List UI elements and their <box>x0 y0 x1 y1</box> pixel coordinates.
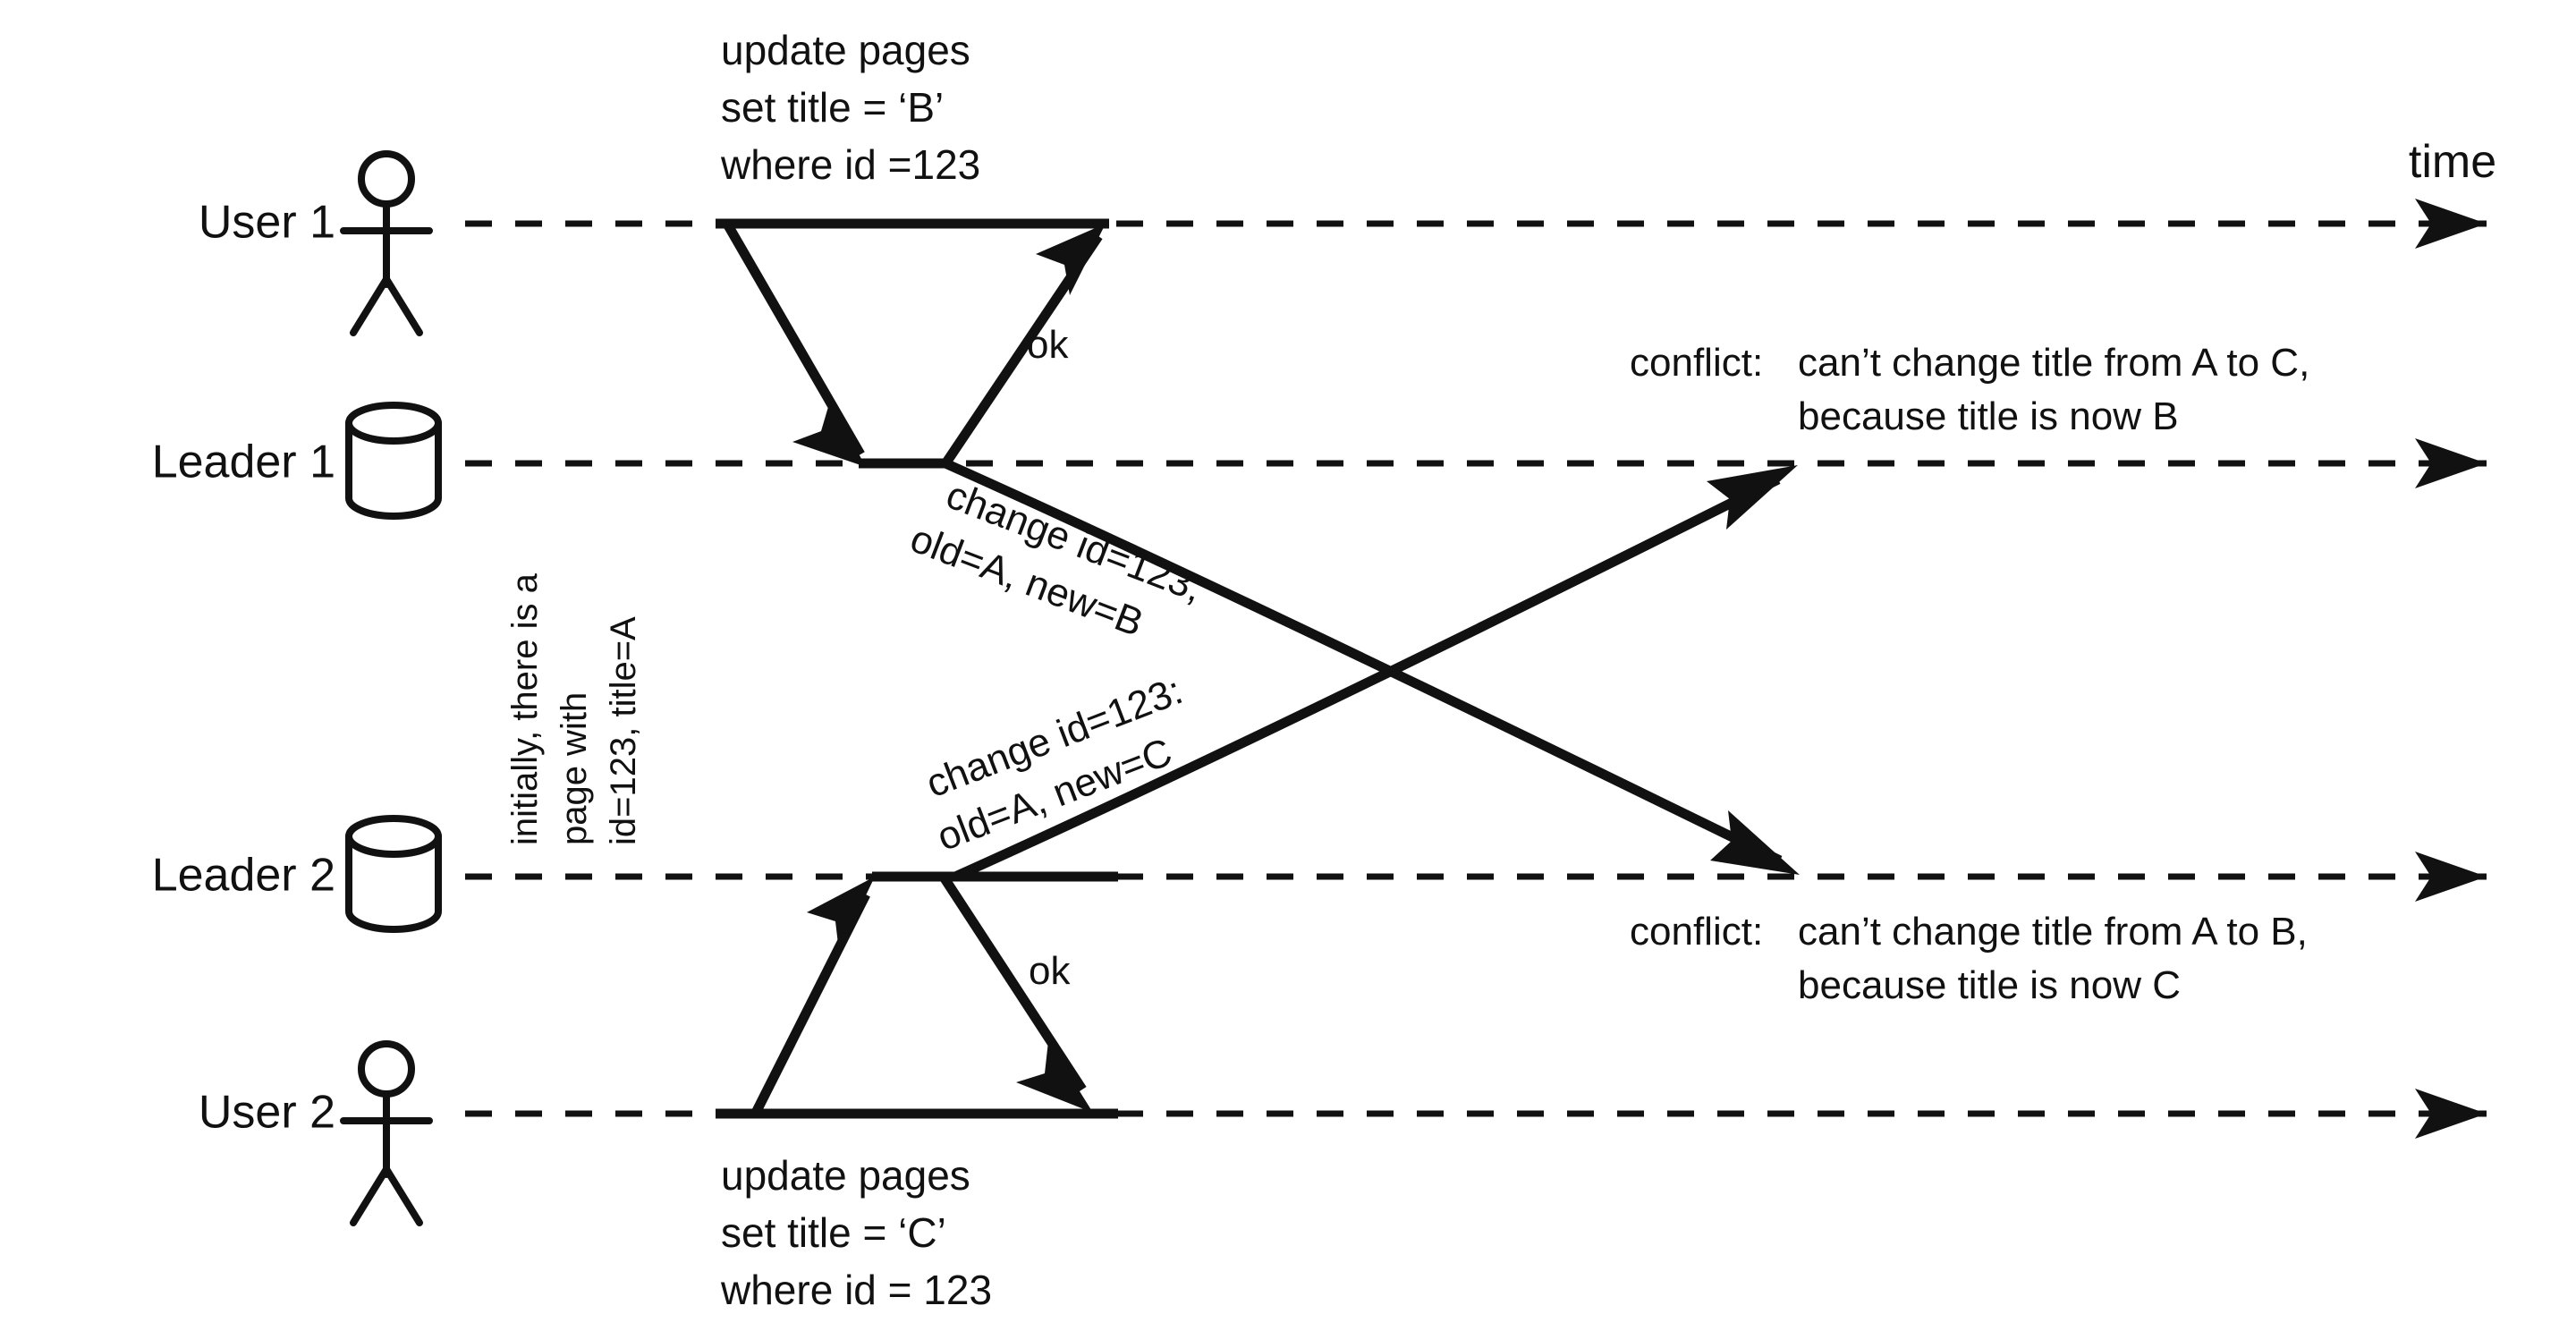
query-label-bottom: update pages set title = ‘C’ where id = … <box>720 1152 992 1313</box>
message-arrow-leader2-to-user2-ok: ok <box>940 875 1093 1113</box>
query-top-line2: set title = ‘B’ <box>721 84 944 131</box>
actor-stick-figure-icon-user1 <box>340 150 433 336</box>
replication-curve-leader2-to-leader1 <box>953 465 1798 882</box>
conflict-2-line2: because title is now C <box>1798 963 2181 1007</box>
conflict-note-leader1: conflict: can’t change title from A to C… <box>1630 341 2309 438</box>
ack-label-top: ok <box>1027 323 1069 367</box>
timeline-arrow-leader1 <box>2415 438 2487 488</box>
conflict-1-line2: because title is now B <box>1798 394 2179 438</box>
timeline-arrow-user2 <box>2415 1089 2487 1139</box>
initial-note-line3: id=123, title=A <box>604 616 643 845</box>
conflict-2-line1: can’t change title from A to B, <box>1798 910 2308 954</box>
actor-stick-figure-icon-user2 <box>340 1040 433 1226</box>
query-bottom-line1: update pages <box>721 1152 970 1199</box>
participant-label-leader1: Leader 1 <box>152 437 335 488</box>
database-cylinder-icon-leader1 <box>345 402 442 520</box>
lifelines-group <box>465 220 2487 1117</box>
conflict-1-line1: can’t change title from A to C, <box>1798 341 2309 385</box>
replication-label-leader1-to-leader2: change id=123, old=A, new=B <box>904 473 1208 646</box>
conflict-2-prefix: conflict: <box>1630 910 1763 954</box>
query-bottom-line2: set title = ‘C’ <box>721 1209 946 1256</box>
query-top-line3: where id =123 <box>720 141 980 188</box>
message-arrow-user1-to-leader1 <box>724 223 866 467</box>
timeline-arrow-leader2 <box>2415 852 2487 902</box>
database-cylinder-icon-leader2 <box>345 815 442 933</box>
timeline-arrow-user1 <box>2415 199 2487 249</box>
message-arrow-user2-to-leader2 <box>752 877 875 1114</box>
participant-label-user2: User 2 <box>199 1087 335 1139</box>
message-arrow-leader1-to-user1-ok: ok <box>940 224 1106 469</box>
query-top-line1: update pages <box>721 27 970 73</box>
participant-label-user1: User 1 <box>199 197 335 249</box>
initial-note-line2: page with <box>555 692 594 845</box>
replication-curve-leader1-to-leader2 <box>943 458 1800 875</box>
timeline-arrowheads-group <box>2415 199 2487 1139</box>
query-bottom-line3: where id = 123 <box>720 1267 992 1313</box>
query-label-top: update pages set title = ‘B’ where id =1… <box>720 27 980 188</box>
time-axis-label: time <box>2409 136 2496 188</box>
participant-label-leader2: Leader 2 <box>152 850 335 902</box>
initial-note-line1: initially, there is a <box>505 572 545 845</box>
initial-state-note: initially, there is a page with id=123, … <box>505 572 643 845</box>
conflict-1-prefix: conflict: <box>1630 341 1763 385</box>
ack-label-bottom: ok <box>1029 949 1071 993</box>
conflict-note-leader2: conflict: can’t change title from A to B… <box>1630 910 2308 1007</box>
